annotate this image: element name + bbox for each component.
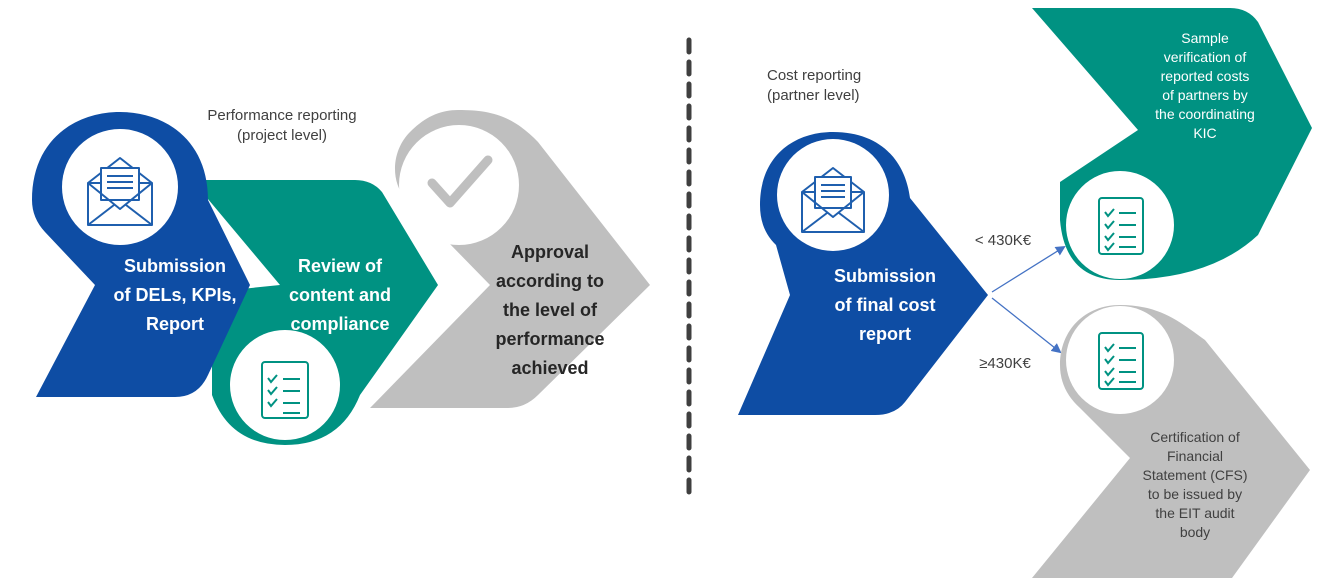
step-approval-label: Approval according to the level of perfo… bbox=[495, 242, 605, 378]
envelope-letter-icon bbox=[801, 167, 865, 233]
branch-arrow-low bbox=[991, 245, 1066, 293]
certification-label: Certification of Financial Statement (CF… bbox=[1142, 429, 1248, 540]
threshold-low-label: < 430K€ bbox=[974, 232, 1032, 249]
cost-reporting-caption: Cost reporting (partner level) bbox=[767, 67, 862, 104]
cost-submission-label: Submission of final cost report bbox=[833, 266, 936, 344]
sample-verification-shape bbox=[1032, 8, 1312, 280]
envelope-letter-icon bbox=[87, 157, 153, 226]
checklist-icon bbox=[1098, 197, 1144, 255]
checklist-icon bbox=[1098, 332, 1144, 390]
threshold-high-label: ≥430K€ bbox=[979, 355, 1031, 372]
step-submission-shape bbox=[32, 112, 250, 397]
certification-shape bbox=[1032, 305, 1310, 578]
performance-reporting-caption: Performance reporting (project level) bbox=[207, 107, 357, 144]
step-review-shape bbox=[192, 180, 438, 445]
step-review-label: Review of content and compliance bbox=[289, 256, 391, 334]
step-approval-shape bbox=[370, 110, 650, 408]
branch-arrow-high bbox=[991, 297, 1062, 354]
cost-submission-shape bbox=[738, 132, 988, 415]
sample-verification-label: Sample verification of reported costs of… bbox=[1155, 30, 1255, 141]
checkmark-icon bbox=[427, 155, 493, 208]
step-submission-label: Submission of DELs, KPIs, Report bbox=[113, 256, 237, 334]
checklist-icon bbox=[261, 361, 309, 419]
